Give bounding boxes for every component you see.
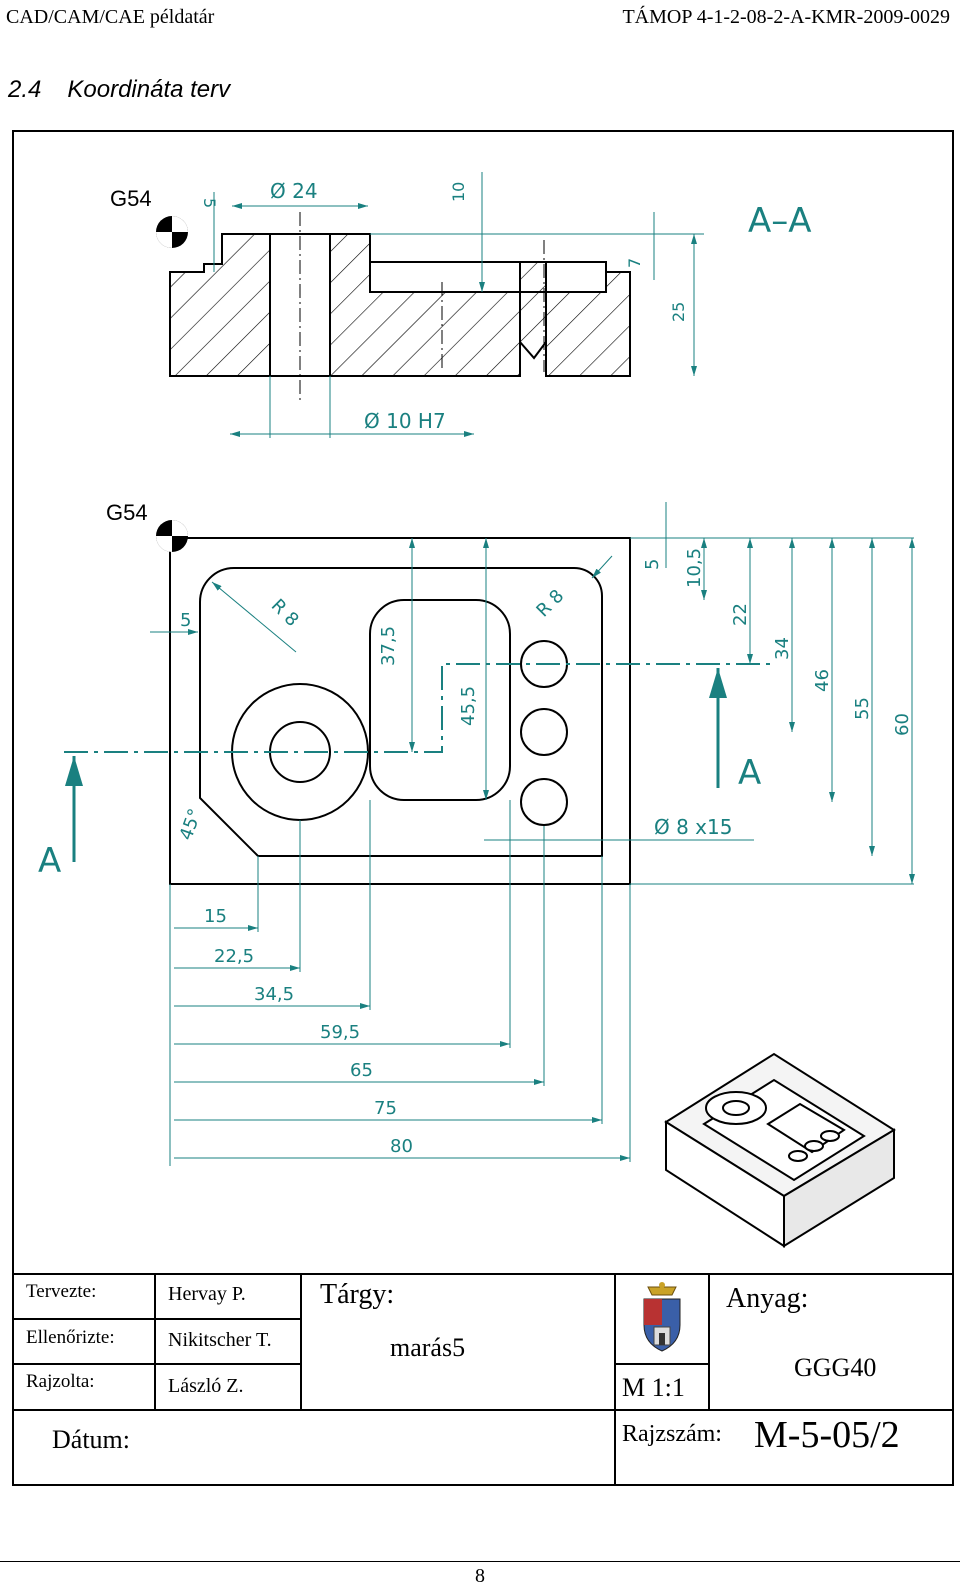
svg-text:55: 55 xyxy=(852,697,873,720)
checked-label: Ellenőrizte: xyxy=(26,1327,115,1348)
svg-text:R 8: R 8 xyxy=(532,586,568,622)
page-number: 8 xyxy=(475,1565,485,1587)
g54-top-label: G54 xyxy=(110,186,152,211)
svg-text:37,5: 37,5 xyxy=(378,626,399,666)
hole-3 xyxy=(520,778,568,826)
designed-value: Hervay P. xyxy=(168,1283,246,1305)
svg-text:R 8: R 8 xyxy=(267,595,303,631)
section-hatch-right xyxy=(329,233,631,377)
header-right: TÁMOP 4-1-2-08-2-A-KMR-2009-0029 xyxy=(622,6,950,28)
svg-text:22: 22 xyxy=(730,603,751,626)
material-label: Anyag: xyxy=(726,1283,809,1314)
drawn-value: László Z. xyxy=(168,1375,244,1397)
svg-text:45°: 45° xyxy=(176,806,207,843)
section-title: Koordináta terv xyxy=(67,76,231,103)
svg-text:5: 5 xyxy=(200,198,219,208)
svg-text:Ø 10 H7: Ø 10 H7 xyxy=(364,409,446,433)
scale: M 1:1 xyxy=(622,1373,685,1402)
header-left: CAD/CAM/CAE példatár xyxy=(6,6,215,28)
pocket-inner xyxy=(369,599,511,801)
svg-text:5: 5 xyxy=(642,559,663,570)
svg-text:15: 15 xyxy=(204,906,227,927)
footer-divider xyxy=(0,1561,960,1562)
title-block: Tervezte: Hervay P. Ellenőrizte: Nikitsc… xyxy=(12,1273,954,1486)
drawing-no-label: Rajzszám: xyxy=(622,1421,722,1447)
svg-text:65: 65 xyxy=(350,1060,373,1081)
subject-value: marás5 xyxy=(390,1333,466,1362)
material-value: GGG40 xyxy=(794,1353,877,1382)
svg-text:5: 5 xyxy=(180,610,191,631)
section-arrow-left-label: A xyxy=(38,841,61,881)
subject-label: Tárgy: xyxy=(320,1279,395,1310)
svg-text:45,5: 45,5 xyxy=(458,686,479,726)
svg-text:75: 75 xyxy=(374,1098,397,1119)
section-hatch-left xyxy=(169,233,271,377)
svg-text:60: 60 xyxy=(892,713,913,736)
isometric-view xyxy=(664,1052,896,1248)
drawing-no-value: M-5-05/2 xyxy=(754,1414,900,1456)
svg-text:22,5: 22,5 xyxy=(214,946,254,967)
svg-text:10: 10 xyxy=(449,182,468,202)
plan-view: A A G54 5 R 8 45° 37,5 45,5 R 8 5 10,5 xyxy=(38,500,915,1166)
svg-text:7: 7 xyxy=(625,258,644,268)
drawn-label: Rajzolta: xyxy=(26,1371,95,1392)
svg-text:59,5: 59,5 xyxy=(320,1022,360,1043)
svg-text:25: 25 xyxy=(669,302,688,322)
svg-text:34: 34 xyxy=(772,637,793,660)
section-aa-label: A–A xyxy=(748,201,812,241)
section-heading: 2.4 Koordináta terv xyxy=(8,76,230,104)
hole-2 xyxy=(520,708,568,756)
technical-drawing: G54 A–A 5 Ø 24 10 7 25 Ø 10 H7 A A xyxy=(38,172,915,1248)
designed-label: Tervezte: xyxy=(26,1281,97,1302)
svg-text:10,5: 10,5 xyxy=(684,548,705,588)
svg-text:80: 80 xyxy=(390,1136,413,1157)
svg-text:Ø 24: Ø 24 xyxy=(270,179,318,203)
date-label: Dátum: xyxy=(52,1425,130,1454)
hole-callout: Ø 8 x15 xyxy=(654,815,732,839)
part-outline xyxy=(169,537,631,885)
section-view: G54 A–A 5 Ø 24 10 7 25 Ø 10 H7 xyxy=(110,172,812,438)
drawing-sheet: G54 A–A 5 Ø 24 10 7 25 Ø 10 H7 A A xyxy=(12,130,954,1486)
checked-value: Nikitscher T. xyxy=(168,1329,272,1351)
bore-outline xyxy=(269,233,331,377)
crest-icon xyxy=(640,1281,684,1355)
section-number: 2.4 xyxy=(8,76,42,103)
g54-plan-label: G54 xyxy=(106,500,148,525)
section-arrow-right-label: A xyxy=(738,753,761,793)
svg-text:46: 46 xyxy=(812,669,833,692)
svg-text:34,5: 34,5 xyxy=(254,984,294,1005)
